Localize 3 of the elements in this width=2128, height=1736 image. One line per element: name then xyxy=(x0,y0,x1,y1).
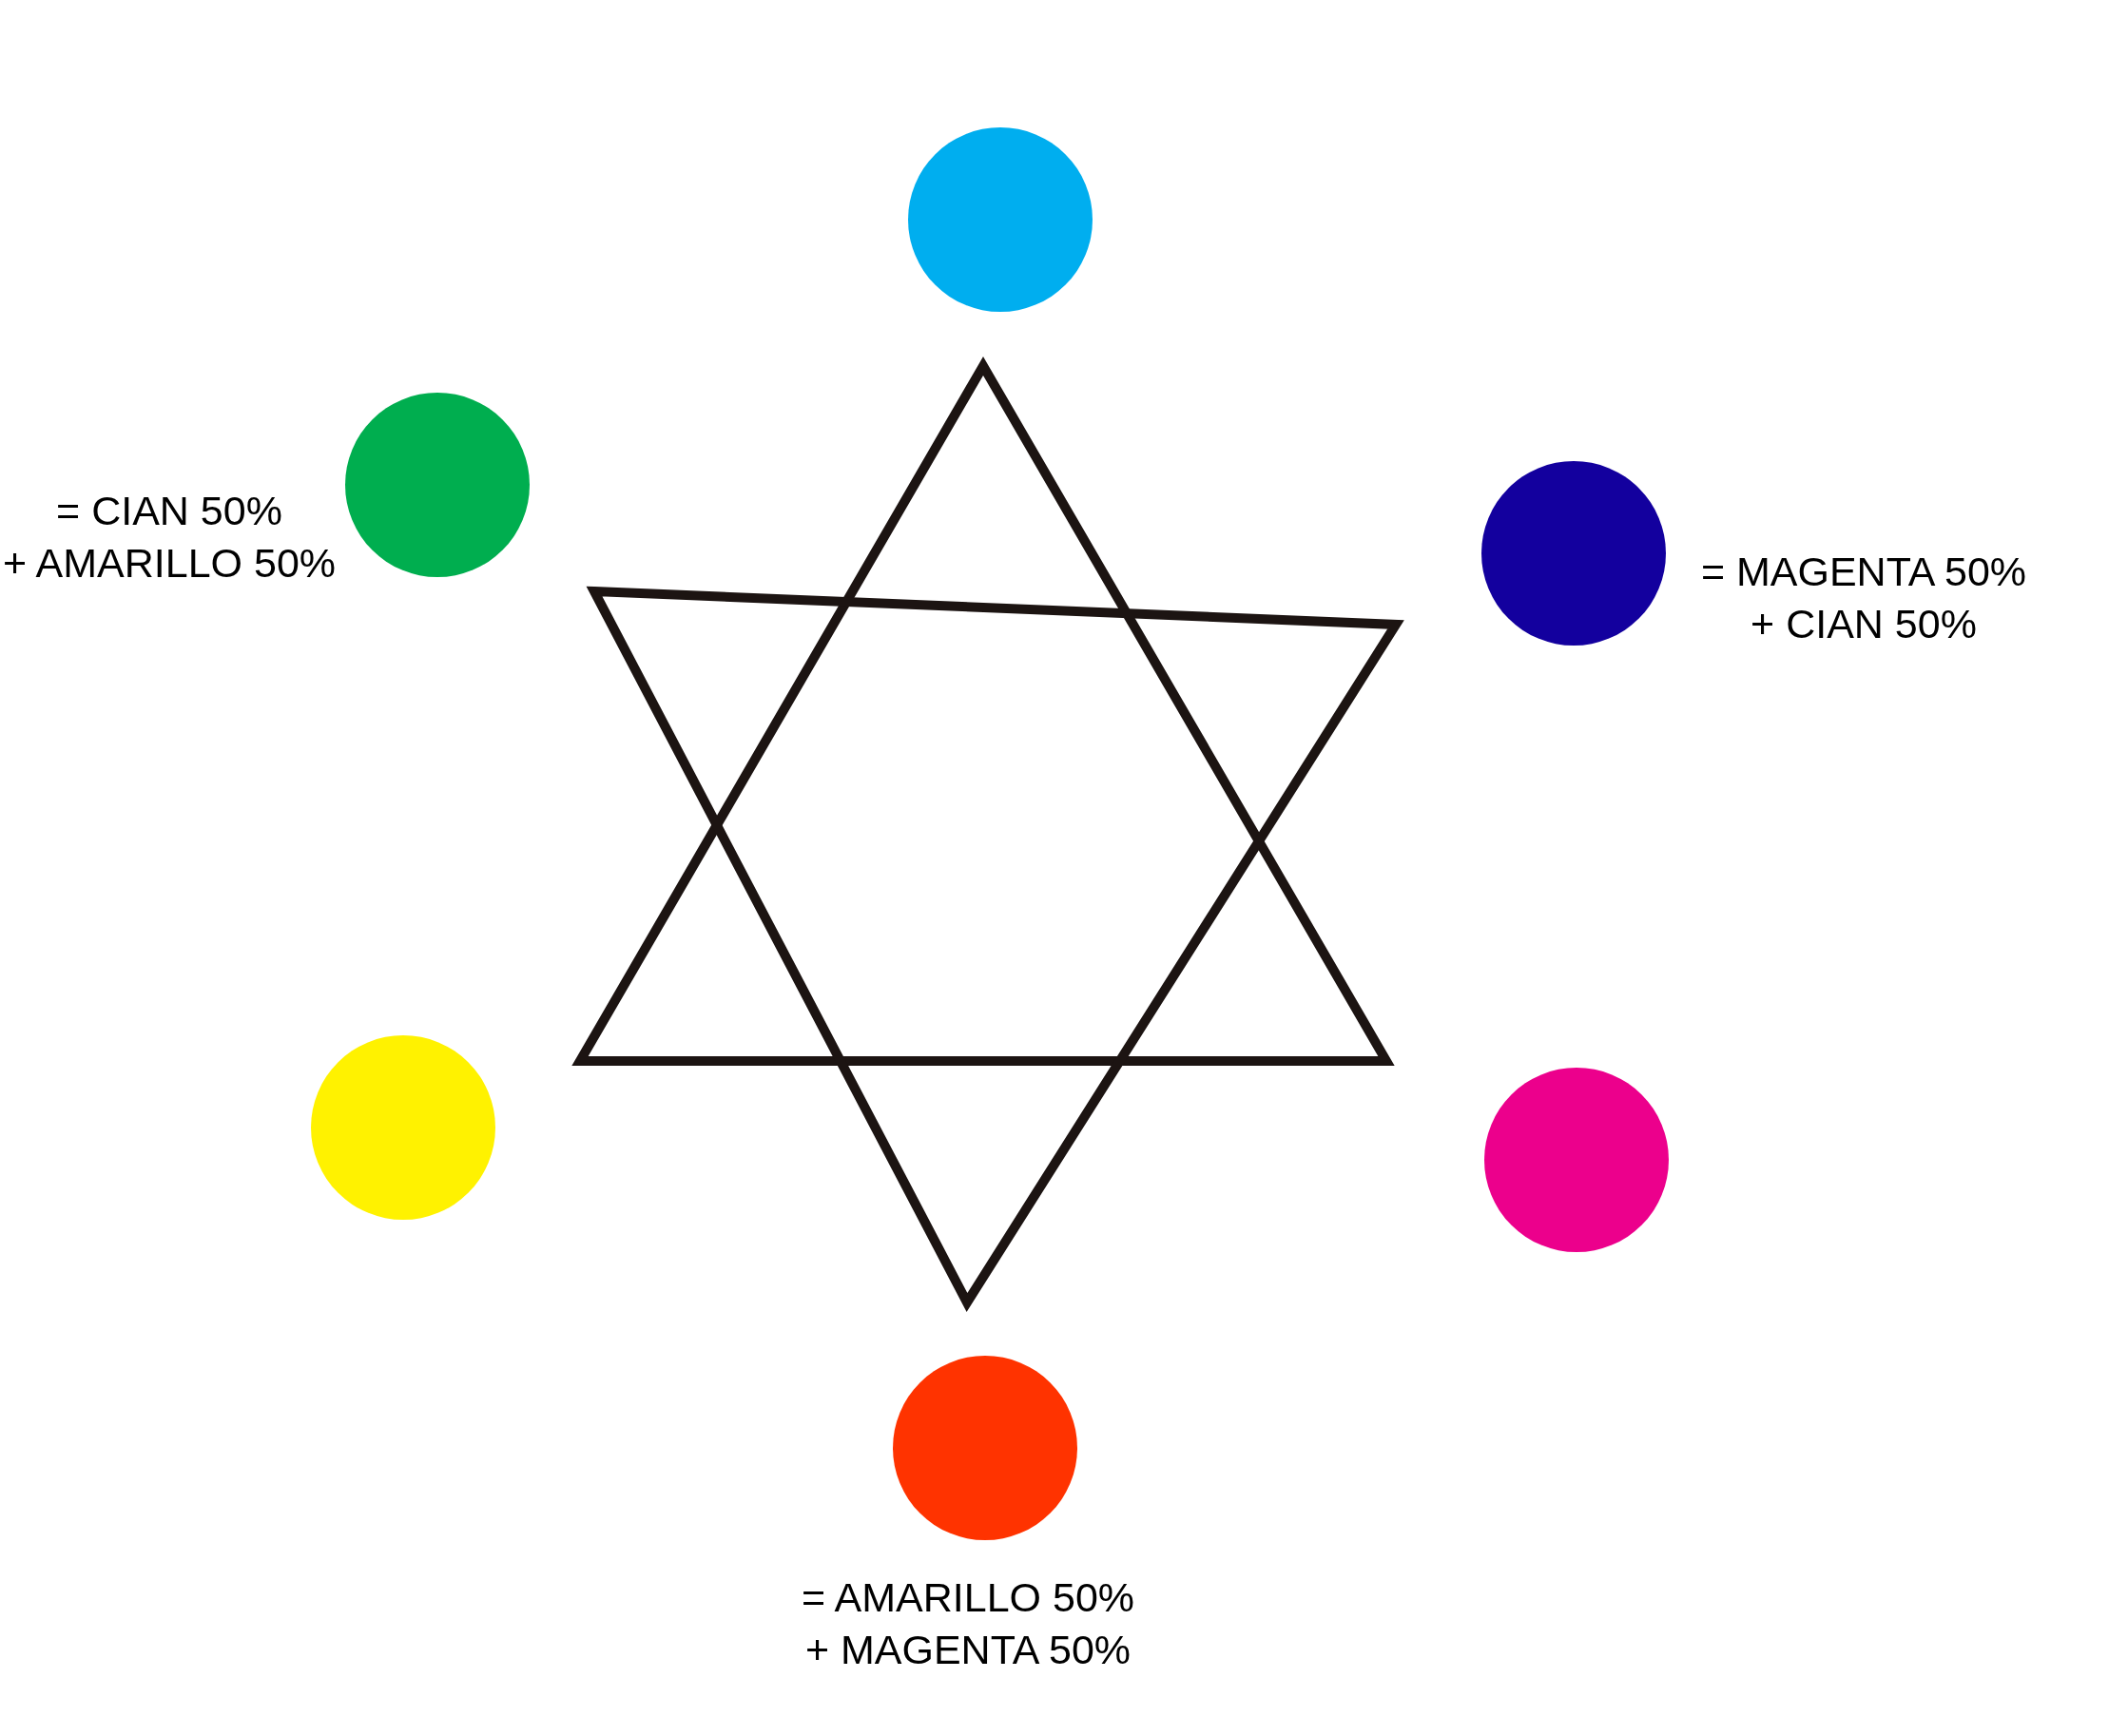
mix-formula: = AMARILLO 50% + MAGENTA 50% xyxy=(800,1573,1136,1674)
mix-formula: = CIAN 50% + AMARILLO 50% xyxy=(1,487,338,588)
mix-formula: = MAGENTA 50% + CIAN 50% xyxy=(1699,548,2028,648)
